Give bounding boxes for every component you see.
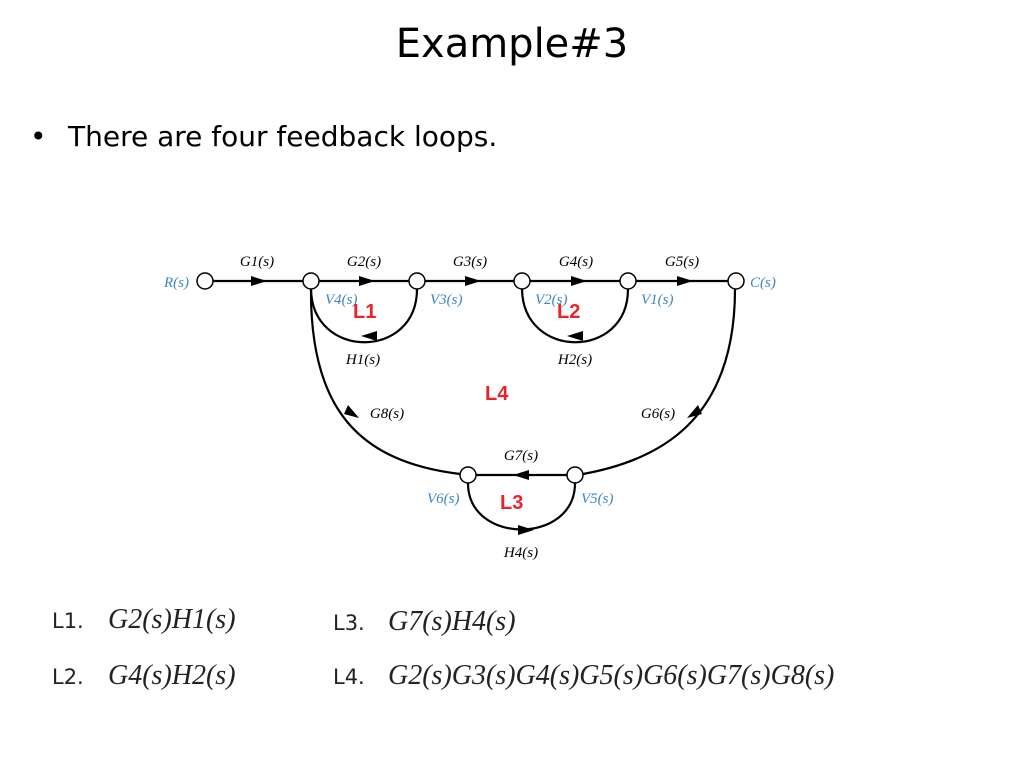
loop-expression: G7(s)H4(s) [388,606,516,637]
loop-id: L3. [333,611,365,635]
node-v1 [619,272,637,290]
branch-g6 [582,288,737,476]
loop-id: L2. [52,665,84,689]
arrow-g8-icon [344,405,359,418]
loop-expression: G2(s)H1(s) [108,604,236,635]
label-h2: H2(s) [557,352,592,368]
loop-tag-l1: L1 [353,301,376,323]
arrow-g5-icon [677,276,693,286]
node-v6 [459,466,477,484]
label-v3: V3(s) [430,292,463,308]
node-r [196,272,214,290]
loop-tag-l2: L2 [557,301,580,323]
label-v1: V1(s) [641,292,674,308]
loop-tag-l3: L3 [500,492,523,514]
label-v4: V4(s) [325,292,358,308]
bullet-point: • There are four feedback loops. [30,117,497,157]
label-output: C(s) [750,275,776,291]
loop-tag-l4: L4 [485,383,509,405]
label-h4: H4(s) [503,545,538,561]
label-g1: G1(s) [240,254,274,270]
node-v5 [566,466,584,484]
slide-title: Example#3 [395,21,629,67]
loop-gain-l1: L1. G2(s)H1(s) [52,604,236,636]
arrow-g3-icon [465,276,481,286]
loop-gain-l4: L4. G2(s)G3(s)G4(s)G5(s)G6(s)G7(s)G8(s) [333,660,834,692]
node-c [727,272,745,290]
loop-id: L4. [333,665,365,689]
label-v2: V2(s) [535,292,568,308]
node-v3 [408,272,426,290]
arrow-g6-icon [687,405,702,418]
label-g5: G5(s) [665,254,699,270]
node-v2 [513,272,531,290]
loop-gain-l2: L2. G4(s)H2(s) [52,660,236,692]
label-h1: H1(s) [345,352,380,368]
label-input: R(s) [163,275,189,291]
label-g3: G3(s) [453,254,487,270]
arrow-h1-icon [361,331,377,341]
node-v4 [302,272,320,290]
branch-g8 [309,288,461,476]
branch-h2 [520,288,630,344]
loop-id: L1. [52,609,84,633]
bullet-text: There are four feedback loops. [68,120,498,153]
arrow-h4-icon [518,525,534,535]
label-g2: G2(s) [347,254,381,270]
arrow-g7-icon [513,470,529,480]
label-g8: G8(s) [370,406,404,422]
bullet-dot-icon: • [30,120,47,153]
label-g4: G4(s) [559,254,593,270]
label-g6: G6(s) [641,406,675,422]
arrow-g1-icon [251,276,267,286]
loop-expression: G4(s)H2(s) [108,660,236,691]
label-g7: G7(s) [504,448,538,464]
arrow-g4-icon [571,276,587,286]
loop-expression: G2(s)G3(s)G4(s)G5(s)G6(s)G7(s)G8(s) [388,660,835,691]
label-v5: V5(s) [581,491,614,507]
loop-gain-l3: L3. G7(s)H4(s) [333,606,516,638]
label-v6: V6(s) [427,491,460,507]
branch-h1 [309,288,419,344]
arrow-g2-icon [359,276,375,286]
arrow-h2-icon [567,331,583,341]
